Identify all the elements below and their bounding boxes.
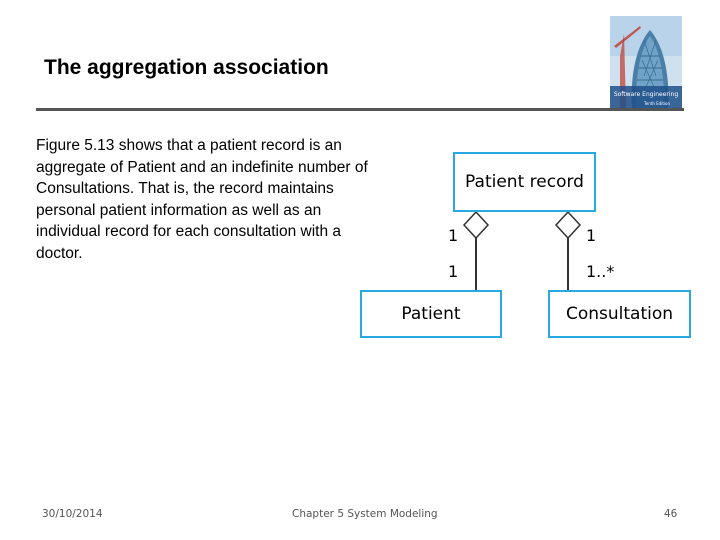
multiplicity-consultation-end: 1..* xyxy=(586,262,615,281)
slide-title: The aggregation association xyxy=(44,56,329,79)
slide-body-text: Figure 5.13 shows that a patient record … xyxy=(36,137,368,262)
class-name-patient: Patient xyxy=(401,304,461,324)
class-name-patient-record: Patient record xyxy=(465,172,584,192)
multiplicity-patient-end: 1 xyxy=(448,262,459,281)
class-name-consultation: Consultation xyxy=(565,304,674,324)
book-cover-image: Software Engineering Tenth Edition xyxy=(610,16,682,108)
class-box-patient: Patient xyxy=(360,290,502,338)
multiplicity-record-patient: 1 xyxy=(448,226,459,245)
title-divider xyxy=(36,108,684,111)
class-box-patient-record: Patient record xyxy=(453,152,596,212)
cover-title: Software Engineering xyxy=(614,91,679,98)
class-box-consultation: Consultation xyxy=(548,290,691,338)
footer-chapter: Chapter 5 System Modeling xyxy=(292,508,438,520)
aggregation-diamond-consultation xyxy=(554,210,582,240)
footer-page-number: 46 xyxy=(664,508,678,520)
footer-date: 30/10/2014 xyxy=(42,508,103,520)
aggregation-diamond-patient xyxy=(462,210,490,240)
multiplicity-record-consultation: 1 xyxy=(586,226,597,245)
aggregation-diagram: Patient record Patient Consultation 1 1 … xyxy=(355,145,700,345)
cover-edition: Tenth Edition xyxy=(643,101,670,106)
